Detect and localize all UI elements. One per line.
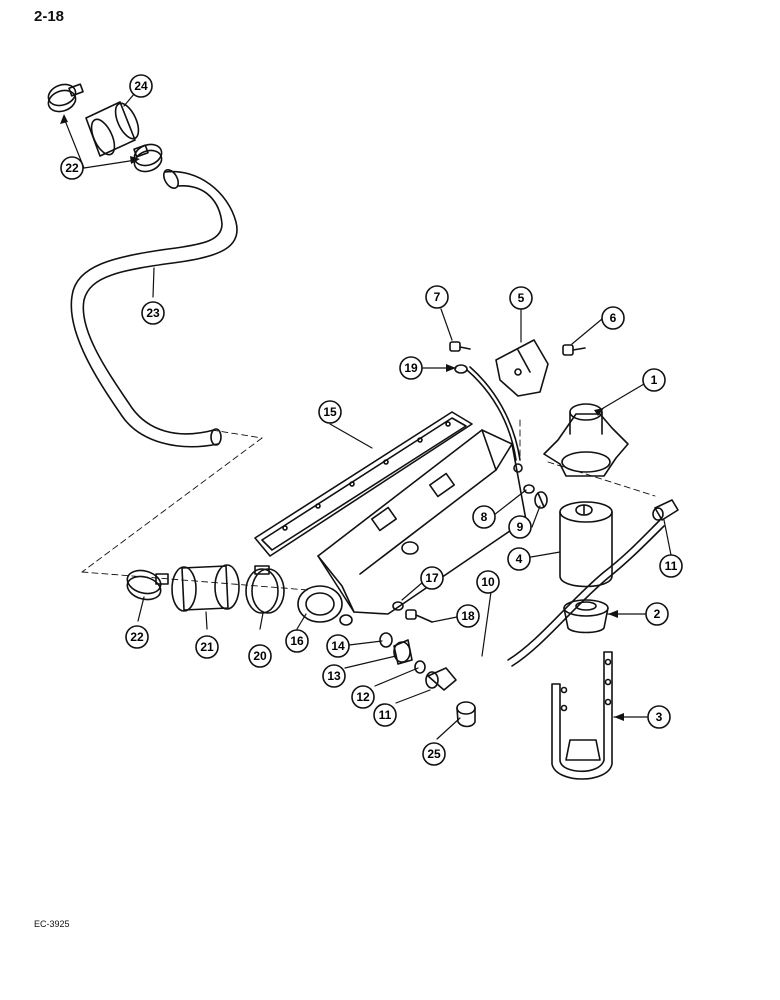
part-2-seal bbox=[563, 599, 609, 634]
callout-label: 7 bbox=[434, 290, 441, 304]
callouts: 1 2 3 4 5 6 7 8 bbox=[60, 74, 683, 766]
callout-25: 25 bbox=[422, 742, 446, 766]
callout-label: 19 bbox=[404, 361, 418, 375]
callout-19: 19 bbox=[399, 356, 423, 380]
callout-5: 5 bbox=[509, 286, 533, 310]
part-15-gasket bbox=[254, 411, 473, 557]
callout-label: 18 bbox=[461, 609, 475, 623]
callout-22-lower: 22 bbox=[125, 625, 149, 649]
callout-12: 12 bbox=[351, 685, 375, 709]
callout-24: 24 bbox=[129, 74, 153, 98]
part-5-bracket bbox=[495, 339, 549, 397]
callout-label: 13 bbox=[327, 669, 341, 683]
part-11-banjo-fitting-upper bbox=[652, 499, 679, 521]
callout-label: 20 bbox=[253, 649, 267, 663]
callout-label: 10 bbox=[481, 575, 495, 589]
callout-label: 11 bbox=[665, 559, 678, 573]
callout-label: 1 bbox=[651, 373, 658, 387]
callout-10: 10 bbox=[476, 570, 500, 594]
callout-14: 14 bbox=[326, 634, 350, 658]
callout-label: 23 bbox=[146, 306, 160, 320]
callout-label: 8 bbox=[481, 510, 488, 524]
callout-label: 25 bbox=[427, 747, 441, 761]
page-number: 2-18 bbox=[34, 8, 65, 25]
callout-label: 4 bbox=[516, 552, 523, 566]
part-22-hose-clamp-upper bbox=[47, 83, 84, 113]
part-22-hose-clamp-lower bbox=[126, 569, 169, 601]
figure-reference-code: EC-3925 bbox=[34, 919, 70, 929]
part-16-water-manifold bbox=[297, 429, 527, 626]
callout-18: 18 bbox=[456, 604, 480, 628]
callout-4: 4 bbox=[507, 547, 531, 571]
part-1-filter-head bbox=[543, 403, 629, 477]
callout-17: 17 bbox=[420, 566, 444, 590]
part-11-banjo-fitting-lower bbox=[425, 667, 457, 691]
callout-label: 12 bbox=[356, 690, 370, 704]
callout-label: 11 bbox=[379, 708, 392, 722]
callout-label: 21 bbox=[200, 640, 214, 654]
part-7-bolt bbox=[449, 341, 471, 352]
callout-2: 2 bbox=[645, 602, 669, 626]
callout-9: 9 bbox=[508, 515, 532, 539]
part-24-hose-coupling bbox=[85, 101, 140, 157]
callout-label: 9 bbox=[517, 520, 524, 534]
part-9-nut bbox=[534, 491, 548, 509]
callout-label: 22 bbox=[130, 630, 144, 644]
part-4-filter-element bbox=[559, 501, 613, 588]
part-20-hose-clamp bbox=[245, 565, 285, 614]
part-21-outlet-sleeve bbox=[171, 564, 240, 612]
leader-lines bbox=[63, 86, 672, 740]
callout-7: 7 bbox=[425, 285, 449, 309]
callout-1: 1 bbox=[642, 368, 666, 392]
part-6-screw bbox=[562, 344, 586, 356]
callout-label: 17 bbox=[425, 571, 439, 585]
callout-15: 15 bbox=[318, 400, 342, 424]
part-19-ground-wire bbox=[454, 364, 523, 473]
part-8-washer bbox=[523, 484, 535, 494]
part-18-bolt bbox=[405, 609, 433, 623]
callout-13: 13 bbox=[322, 664, 346, 688]
part-10-fuel-pipe bbox=[507, 519, 665, 667]
callout-label: 5 bbox=[518, 291, 525, 305]
callout-6: 6 bbox=[601, 306, 625, 330]
part-14-sealing-ring bbox=[379, 632, 393, 648]
callout-11-lower: 11 bbox=[373, 703, 397, 727]
callout-label: 16 bbox=[290, 634, 304, 648]
callout-3: 3 bbox=[647, 705, 671, 729]
part-23-radiator-hose bbox=[70, 169, 238, 448]
callout-label: 24 bbox=[134, 79, 148, 93]
callout-11-upper: 11 bbox=[659, 554, 683, 578]
part-3-mounting-strap bbox=[551, 651, 613, 780]
callout-22-upper: 22 bbox=[60, 156, 84, 180]
callout-20: 20 bbox=[248, 644, 272, 668]
part-25-plug bbox=[456, 701, 476, 728]
callout-label: 2 bbox=[654, 607, 661, 621]
callout-label: 6 bbox=[610, 311, 617, 325]
callout-8: 8 bbox=[472, 505, 496, 529]
callout-label: 15 bbox=[323, 405, 337, 419]
callout-23: 23 bbox=[141, 301, 165, 325]
part-17-washer bbox=[392, 601, 404, 611]
part-12-washer bbox=[414, 660, 426, 674]
leader-arrowheads bbox=[60, 114, 624, 721]
callout-16: 16 bbox=[285, 629, 309, 653]
callout-label: 22 bbox=[65, 161, 79, 175]
callout-label: 3 bbox=[656, 710, 663, 724]
callout-label: 14 bbox=[331, 639, 345, 653]
callout-21: 21 bbox=[195, 635, 219, 659]
part-13-plug bbox=[393, 639, 413, 665]
